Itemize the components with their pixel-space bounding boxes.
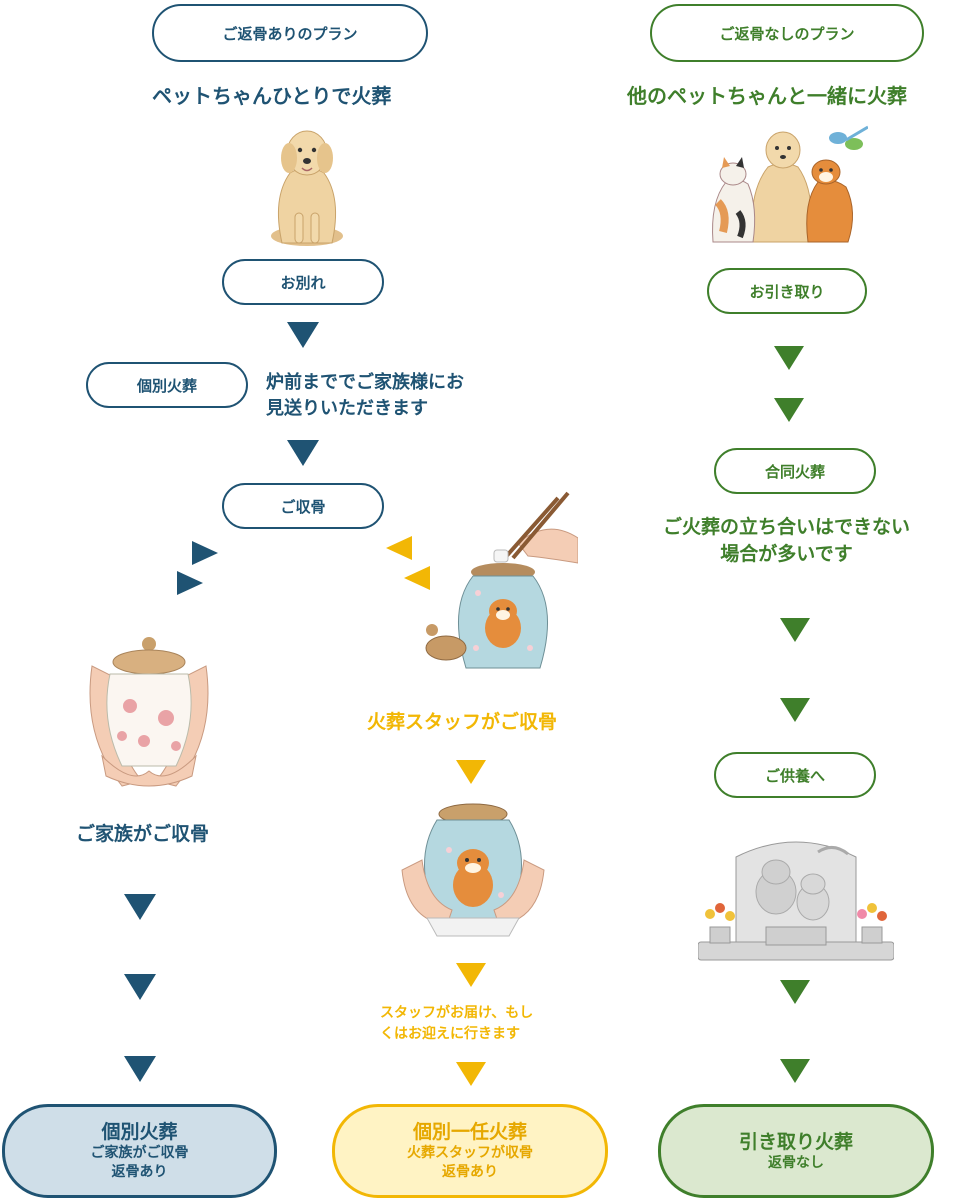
right-note: ご火葬の立ち合いはできない 場合が多いです bbox=[644, 514, 929, 568]
arrow-left-icon bbox=[386, 536, 412, 560]
right-plan-subtitle: 他のペットちゃんと一緒に火葬 bbox=[627, 84, 907, 108]
arrow-down-icon bbox=[774, 346, 804, 370]
arrow-left-icon bbox=[404, 566, 430, 590]
step-pickup: お引き取り bbox=[707, 268, 867, 314]
floral-urn-hands-illustration bbox=[89, 637, 209, 787]
arrow-down-icon bbox=[124, 1056, 156, 1082]
final-entrusted-line1: 火葬スタッフが収骨 bbox=[407, 1145, 533, 1161]
step-individual-cremation: 個別火葬 bbox=[86, 362, 248, 408]
family-collect-label: ご家族がご収骨 bbox=[76, 823, 210, 845]
arrow-right-icon bbox=[177, 571, 203, 595]
final-individual-cremation: 個別火葬 ご家族がご収骨 返骨あり bbox=[2, 1104, 277, 1198]
arrow-down-icon bbox=[774, 398, 804, 422]
plan-header-without-return: ご返骨なしのプラン bbox=[650, 4, 924, 62]
left-plan-subtitle: ペットちゃんひとりで火葬 bbox=[152, 84, 392, 108]
arrow-down-icon bbox=[287, 440, 319, 466]
arrow-down-icon bbox=[780, 698, 810, 722]
arrow-down-icon bbox=[780, 980, 810, 1004]
step-farewell: お別れ bbox=[222, 259, 384, 305]
delivery-note-line2: くはお迎えに行きます bbox=[380, 1026, 520, 1042]
staff-collect-label: 火葬スタッフがご収骨 bbox=[367, 711, 558, 733]
right-note-line2: 場合が多いです bbox=[720, 543, 853, 565]
arrow-down-icon bbox=[780, 1059, 810, 1083]
final-individual-line2: 返骨あり bbox=[111, 1164, 168, 1180]
arrow-down-icon bbox=[780, 618, 810, 642]
step-memorial: ご供養へ bbox=[714, 752, 876, 798]
delivery-note-line1: スタッフがお届け、もし bbox=[380, 1005, 534, 1021]
step-collect-bones: ご収骨 bbox=[222, 483, 384, 529]
shiba-urn-held-illustration bbox=[401, 803, 545, 937]
step-joint-cremation: 合同火葬 bbox=[714, 448, 876, 494]
arrow-down-icon bbox=[456, 963, 486, 987]
arrow-down-icon bbox=[124, 974, 156, 1000]
left-note-line1: 炉前まででご家族様にお bbox=[266, 372, 464, 393]
left-note-line2: 見送りいただきます bbox=[266, 398, 428, 419]
final-entrusted-title: 個別一任火葬 bbox=[412, 1121, 527, 1143]
final-individual-title: 個別火葬 bbox=[101, 1121, 178, 1143]
final-pickup-title: 引き取り火葬 bbox=[738, 1130, 853, 1153]
right-note-line1: ご火葬の立ち合いはできない bbox=[662, 516, 910, 538]
arrow-right-icon bbox=[192, 541, 218, 565]
pets-group-illustration bbox=[712, 125, 868, 243]
final-entrusted-line2: 返骨あり bbox=[442, 1164, 498, 1180]
plan-header-with-return: ご返骨ありのプラン bbox=[152, 4, 428, 62]
memorial-stone-illustration bbox=[698, 841, 894, 961]
final-entrusted-cremation: 個別一任火葬 火葬スタッフが収骨 返骨あり bbox=[332, 1104, 608, 1198]
arrow-down-icon bbox=[456, 760, 486, 784]
arrow-down-icon bbox=[456, 1062, 486, 1086]
golden-retriever-illustration bbox=[271, 130, 343, 246]
final-pickup-line1: 返骨なし bbox=[768, 1154, 824, 1171]
final-individual-line1: ご家族がご収骨 bbox=[90, 1145, 189, 1161]
arrow-down-icon bbox=[124, 894, 156, 920]
final-pickup-cremation: 引き取り火葬 返骨なし bbox=[658, 1104, 934, 1198]
shiba-urn-chopsticks-illustration bbox=[425, 491, 578, 669]
left-note: 炉前まででご家族様にお 見送りいただきます bbox=[266, 370, 464, 422]
delivery-note: スタッフがお届け、もし くはお迎えに行きます bbox=[380, 1003, 533, 1045]
arrow-down-icon bbox=[287, 322, 319, 348]
